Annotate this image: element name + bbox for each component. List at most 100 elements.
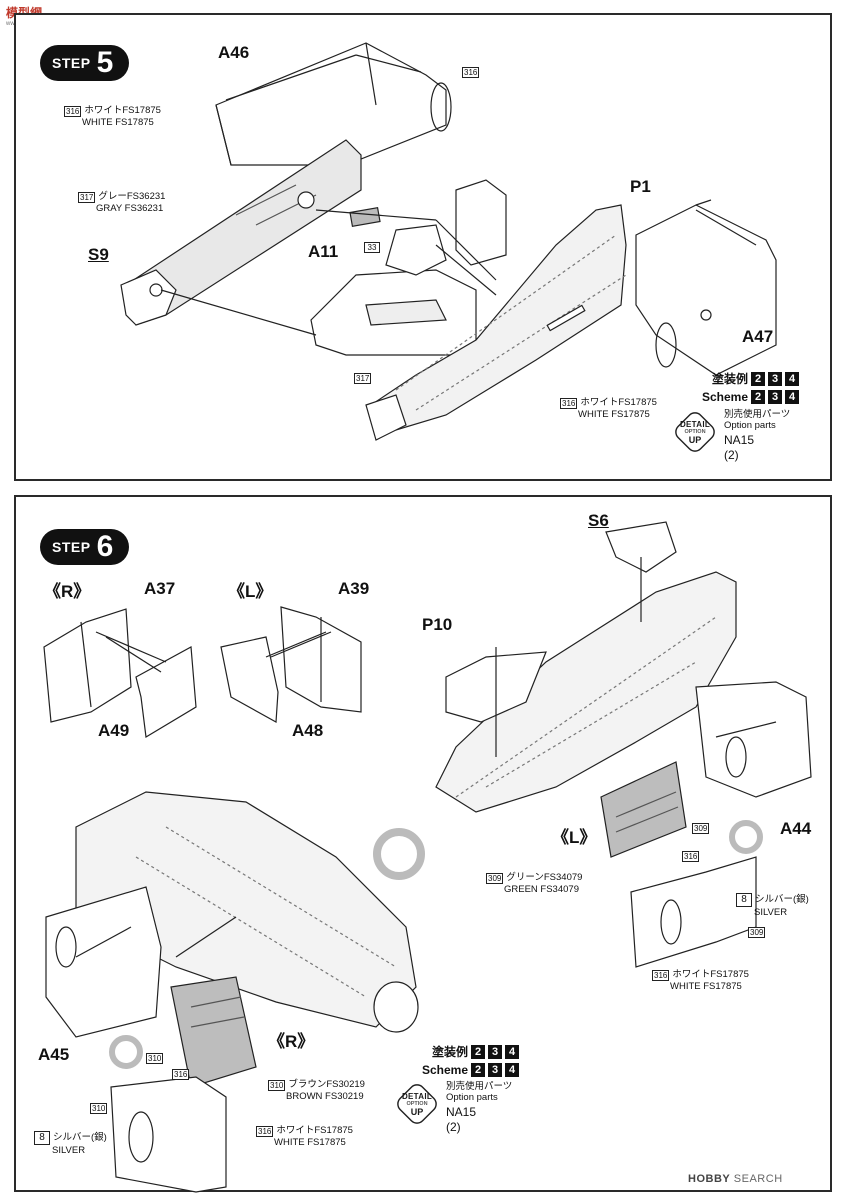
watermark-brand: HOBBY [688, 1173, 731, 1185]
label-a48: A48 [292, 721, 324, 740]
part-33-code: 33 [364, 242, 380, 254]
paint-silver-right-jp: シルバー(銀) [755, 894, 809, 905]
step-5-badge: STEP 5 [40, 45, 130, 81]
paint-316-callout: 316 [462, 67, 480, 79]
paint-310-code-a: 310 [146, 1053, 164, 1064]
paint-white-top-jp: ホワイトFS17875 [84, 105, 161, 116]
step-5-number: 5 [96, 46, 114, 79]
label-a46: A46 [218, 43, 250, 62]
paint-white-bottom-code: 316 [560, 397, 578, 409]
paint-309-callout-a: 309 [692, 823, 710, 835]
paint-white-top-en: WHITE FS17875 [82, 117, 154, 128]
scheme-jp: 塗装例 [712, 372, 749, 386]
paint-310-callout-a: 310 [146, 1053, 164, 1065]
paint-white-bottom-jp: ホワイトFS17875 [580, 397, 657, 408]
paint-white-right-jp: ホワイトFS17875 [672, 969, 749, 980]
label-a11: A11 [308, 242, 339, 261]
detail6-line3: UP [410, 1106, 424, 1117]
watermark-suffix: SEARCH [733, 1173, 783, 1185]
detail-line1: DETAIL [679, 419, 711, 429]
detail-line2: OPTION [684, 428, 706, 435]
paint-white-right-en: WHITE FS17875 [670, 981, 742, 992]
scheme6-jp: 塗装例 [432, 1045, 469, 1059]
paint-310-code-b: 310 [90, 1103, 108, 1114]
hobby-search-watermark: HOBBY SEARCH [688, 1173, 783, 1185]
scheme6-chip-4: 4 [505, 1045, 520, 1059]
paint-white-left-en: WHITE FS17875 [274, 1137, 346, 1148]
label-p10: P10 [422, 615, 453, 634]
detail6-part: NA15 [446, 1105, 477, 1119]
step-6-word: STEP [52, 539, 91, 555]
paint-silver-right-code: 8 [736, 893, 752, 907]
detail6-text: 別売使用パーツ Option parts NA15 (2) [446, 1081, 512, 1135]
step-5-illustration [120, 42, 777, 441]
label-a39: A39 [338, 579, 370, 598]
paint-309-code-a: 309 [692, 823, 710, 834]
label-a37: A37 [144, 579, 176, 598]
scheme-en: Scheme [702, 390, 749, 404]
label-a44: A44 [780, 819, 812, 838]
step-6-illustration [43, 521, 812, 1193]
paint-white-top-code: 316 [64, 105, 82, 117]
side-r-bottom: 《R》 [268, 1032, 315, 1051]
paint-green-code: 309 [486, 872, 504, 884]
label-a47: A47 [742, 327, 774, 346]
paint-white-bottom-en: WHITE FS17875 [578, 409, 650, 420]
step-5-word: STEP [52, 55, 91, 71]
paint-317-callout: 317 [354, 373, 372, 385]
part-33-box: 33 [364, 242, 380, 253]
paint-310-callout-b: 310 [90, 1103, 108, 1115]
scheme6-en: Scheme [422, 1063, 469, 1077]
scheme6-chip-3: 3 [488, 1045, 503, 1059]
scheme-chip-3b: 3 [768, 390, 783, 404]
paint-white-left-code: 316 [256, 1125, 274, 1137]
detail6-qty: (2) [446, 1120, 461, 1134]
paint-brown-jp: ブラウンFS30219 [288, 1079, 365, 1090]
scheme-chip-3: 3 [768, 372, 783, 386]
paint-brown-code: 310 [268, 1079, 286, 1091]
detail-qty: (2) [724, 448, 739, 462]
paint-silver-left-jp: シルバー(銀) [53, 1132, 107, 1143]
detail6-line2: OPTION [406, 1100, 428, 1107]
scheme-chip-4: 4 [785, 372, 800, 386]
paint-green-en: GREEN FS34079 [504, 884, 579, 895]
scheme-chip-4b: 4 [785, 390, 800, 404]
paint-316-callout-a: 316 [682, 851, 700, 863]
step-6-detail-up: DETAIL OPTION UP 別売使用パーツ Option parts NA… [393, 1080, 512, 1135]
paint-317-code: 317 [354, 373, 372, 384]
paint-gray-code: 317 [78, 191, 96, 203]
detail6-line1: DETAIL [401, 1091, 433, 1101]
paint-silver-left-code: 8 [34, 1131, 50, 1145]
detail6-jp: 別売使用パーツ [446, 1081, 513, 1092]
paint-white-right-code: 316 [652, 969, 670, 981]
paint-316-callout-b: 316 [172, 1069, 190, 1081]
detail6-en: Option parts [446, 1092, 498, 1103]
paint-white-left-jp: ホワイトFS17875 [276, 1125, 353, 1136]
paint-gray-en: GRAY FS36231 [96, 203, 164, 214]
paint-gray-jp: グレーFS36231 [98, 191, 166, 202]
paint-316-code-b: 316 [172, 1069, 190, 1080]
detail-text: 別売使用パーツ Option parts NA15 (2) [724, 409, 790, 463]
scheme6-chip-2: 2 [471, 1045, 486, 1059]
scheme-chip-2: 2 [751, 372, 766, 386]
side-l-right: 《L》 [552, 828, 597, 847]
label-s9: S9 [88, 245, 109, 264]
scheme6-chip-2b: 2 [471, 1063, 486, 1077]
scheme6-chip-4b: 4 [505, 1063, 520, 1077]
label-a49: A49 [98, 721, 130, 740]
step-6-panel: STEP 6 《R》 《L》 《L》 《R》 A37 A39 A49 A48 P… [14, 495, 832, 1193]
label-p1: P1 [630, 177, 651, 196]
detail-part: NA15 [724, 433, 755, 447]
paint-316-code-a: 316 [682, 851, 700, 862]
side-l-top: 《L》 [228, 582, 273, 601]
paint-309-code-b: 309 [748, 927, 766, 938]
detail-jp: 別売使用パーツ [724, 409, 791, 420]
